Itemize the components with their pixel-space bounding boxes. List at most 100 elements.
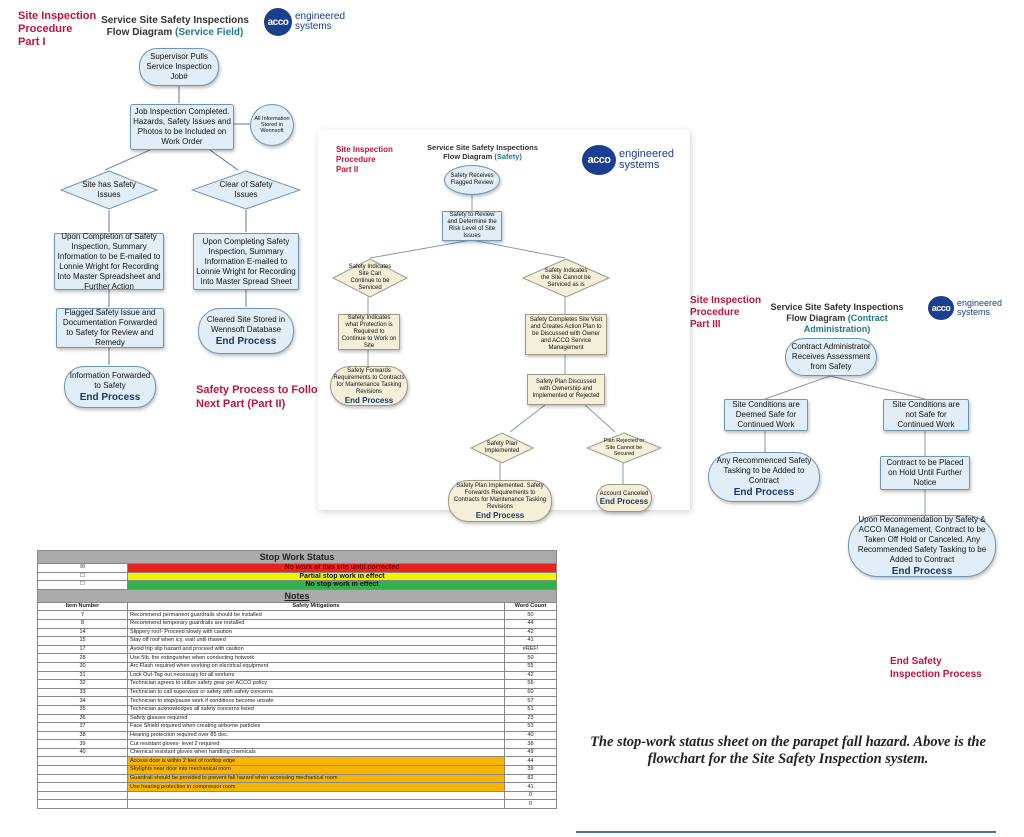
table-row: Skylights near door into mechanical room… — [37, 765, 558, 775]
part3-title-line2: Flow Diagram (Contract Administration) — [752, 313, 922, 335]
cell-count: 49 — [503, 747, 558, 758]
cell-mitigation: Arc Flash required when working on elect… — [127, 661, 505, 672]
cell-item: 15 — [37, 636, 128, 646]
cell-item: 38 — [37, 730, 128, 741]
decision-implemented: Safety Plan Implemented — [470, 432, 534, 464]
cell-item: 33 — [37, 687, 128, 698]
decision-rejected-label: Plan Rejected or Site Cannot be Secured — [603, 438, 645, 458]
cell-item: 17 — [37, 644, 128, 655]
logo-line1: engineered — [957, 298, 1003, 308]
node-upon-right: Upon Completing Safety Inspection, Summa… — [193, 233, 299, 290]
cell-mitigation: Recommend temporary guardrails are insta… — [127, 618, 505, 629]
status-row: ☐Partial stop work in effect — [37, 571, 557, 582]
node-forwards-end: End Process — [344, 396, 394, 405]
table-row: Guardrail should be provided to prevent … — [37, 773, 558, 784]
decision-can-continue: Safety Indicates Site Can Continue to be… — [332, 258, 408, 298]
acco-logo-mark: acco — [264, 8, 292, 36]
cell-count: 50 — [503, 610, 558, 620]
status-checkbox[interactable]: ☒ — [37, 563, 128, 573]
status-checkbox[interactable]: ☐ — [37, 571, 128, 582]
part1-subtitle: (Service Field) — [175, 27, 244, 38]
node-not-safe: Site Conditions are not Safe for Continu… — [883, 399, 969, 431]
node-safe: Site Conditions are Deemed Safe for Cont… — [724, 399, 808, 431]
node-flagged: Flagged Safety Issue and Documentation F… — [56, 308, 164, 348]
node-upon-text: Upon Recommendation by Safety & ACCO Man… — [857, 515, 987, 564]
cell-count: 41 — [503, 782, 558, 792]
node-safety-review: Safety to Review and Determine the Risk … — [442, 211, 502, 241]
cell-mitigation: Technician to call supervisor or safety … — [127, 687, 505, 698]
part2-subtitle: (Safety) — [494, 152, 522, 161]
node-supervisor: Supervisor Pulls Service Inspection Job# — [139, 48, 219, 86]
cell-item: 28 — [37, 653, 128, 663]
status-text: No stop work in effect — [127, 580, 557, 590]
cell-count: 39 — [503, 765, 558, 775]
node-info-forwarded: Information Forwarded to Safety End Proc… — [64, 366, 156, 408]
logo-line2: systems — [295, 21, 332, 32]
decision-cannot: Safety Indicates the Site Cannot be Serv… — [522, 258, 610, 298]
node-all-info-stored: All Information Stored in Wennsoft — [250, 104, 294, 146]
part3-subtitle: (Contract Administration) — [803, 313, 888, 334]
cell-count: 44 — [503, 618, 558, 629]
cell-mitigation: Lock Out-Tag out necessary for all worke… — [127, 670, 505, 681]
node-site-visit: Safety Completes Site Visit and Creates … — [525, 314, 607, 355]
node-recommended: Any Recommenced Safety Tasking to be Add… — [708, 452, 820, 502]
node-recommended-end: End Process — [733, 487, 795, 498]
cell-mitigation: Technician acknowledges all safety conce… — [127, 704, 505, 715]
decision-implemented-label: Safety Plan Implemented — [484, 441, 520, 454]
cell-mitigation: Technician agrees to utilize safety gear… — [127, 679, 505, 689]
node-safety-receives: Safety Receives Flagged Review — [444, 165, 500, 195]
part2-title2: Flow Diagram — [443, 152, 493, 161]
node-impl-end-text: Safety Plan Implemented. Safety Forwards… — [453, 483, 547, 510]
end-safety-process: End Safety Inspection Process — [890, 656, 982, 680]
part2-title-line2: Flow Diagram (Safety) — [420, 152, 545, 161]
node-account-canceled: Account Canceled End Process — [596, 484, 652, 512]
cell-item — [37, 773, 128, 784]
node-upon-end: End Process — [891, 566, 953, 577]
cell-item: 7 — [37, 610, 128, 620]
decision-clear-label: Clear of Safety Issues — [219, 180, 273, 199]
node-job-inspection: Job Inspection Completed. Hazards, Safet… — [130, 104, 234, 150]
cell-mitigation: Cut resistant gloves- level 2 required — [127, 739, 505, 749]
part2-title-line: Service Site Safety Inspections — [427, 143, 538, 152]
notes-title: Notes — [37, 588, 557, 603]
table-row: 0 — [37, 790, 558, 801]
node-cleared-end: End Process — [215, 336, 277, 347]
col-word-count: Word Count — [503, 601, 558, 612]
cell-mitigation: Slippery roof- Proceed slowly with cauti… — [127, 627, 505, 638]
status-checkbox[interactable]: ☐ — [37, 580, 128, 590]
col-safety-mitigations: Safety Mitigations — [127, 601, 505, 612]
cell-count: 50 — [503, 653, 558, 663]
cell-count: #REF! — [503, 644, 558, 655]
part3-title: Service Site Safety Inspections Flow Dia… — [752, 302, 922, 335]
node-impl-end-end: End Process — [475, 511, 525, 520]
node-plan-discussed: Safety Plan Discussed with Ownership and… — [527, 374, 605, 405]
cell-mitigation: Avoid trip slip hazard and proceed with … — [127, 644, 505, 655]
cell-count: 38 — [503, 739, 558, 749]
part1-title-line: Service Site Safety Inspections — [101, 15, 249, 26]
cell-item — [37, 782, 128, 792]
cell-count: 41 — [503, 636, 558, 646]
part1-title: Service Site Safety Inspections Flow Dia… — [100, 15, 250, 39]
status-text: Partial stop work in effect — [127, 571, 557, 582]
cell-item — [37, 790, 128, 801]
cell-count: 60 — [503, 687, 558, 698]
node-cleared-text: Cleared Site Stored in Wennsoft Database — [206, 315, 286, 334]
node-upon-left: Upon Completion of Safety Inspection, Su… — [54, 232, 164, 291]
part3-title2: Flow Diagram — [786, 313, 846, 323]
decision-has-issues-label: Site has Safety Issues — [82, 180, 136, 199]
